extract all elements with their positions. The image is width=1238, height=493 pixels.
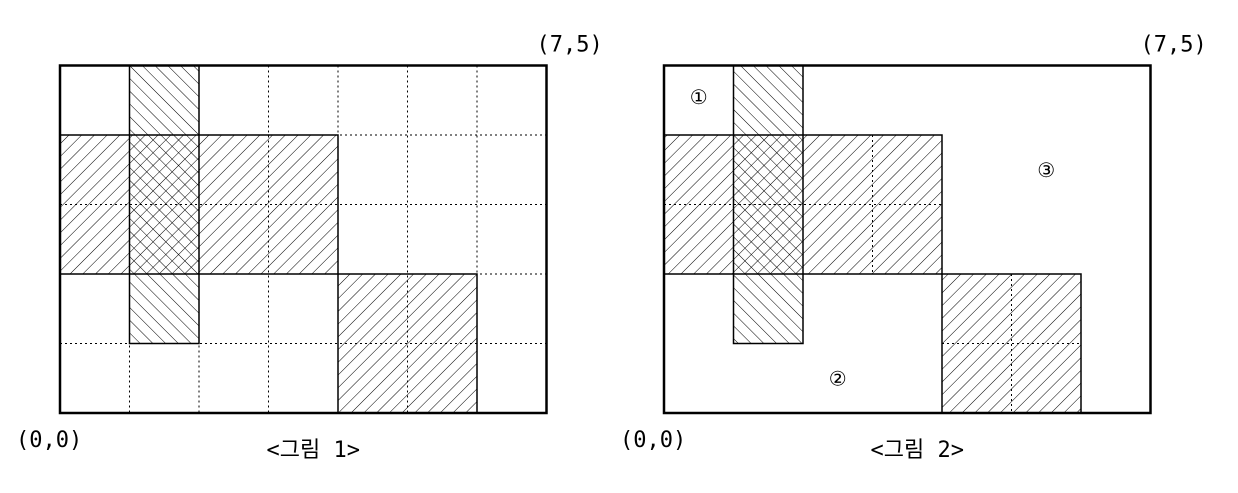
figure-2-caption: <그림 2> [871, 438, 964, 463]
region-label: ② [829, 366, 847, 390]
figure-2-frame [662, 64, 1152, 415]
figure-2-corner-bottom-left: (0,0) [620, 428, 686, 453]
figure-2-region-labels: ① ② ③ [690, 85, 1055, 390]
figure-1: (7,5) (0,0) <그림 1> [16, 33, 603, 464]
figure-1-corner-top-right: (7,5) [537, 33, 603, 58]
region-label: ① [690, 85, 708, 109]
figure-1-corner-bottom-left: (0,0) [16, 428, 82, 453]
figure-2: ① ② ③ (7,5) (0,0) <그림 2> [620, 33, 1207, 464]
figure-2-rectangles [664, 65, 1081, 413]
figure-1-caption: <그림 1> [267, 438, 360, 463]
figure-1-frame [58, 64, 548, 415]
figure-1-rectangles [60, 65, 477, 413]
hatched-rectangle-3 [338, 274, 477, 413]
figure-2-corner-top-right: (7,5) [1141, 33, 1207, 58]
region-label: ③ [1037, 158, 1055, 182]
